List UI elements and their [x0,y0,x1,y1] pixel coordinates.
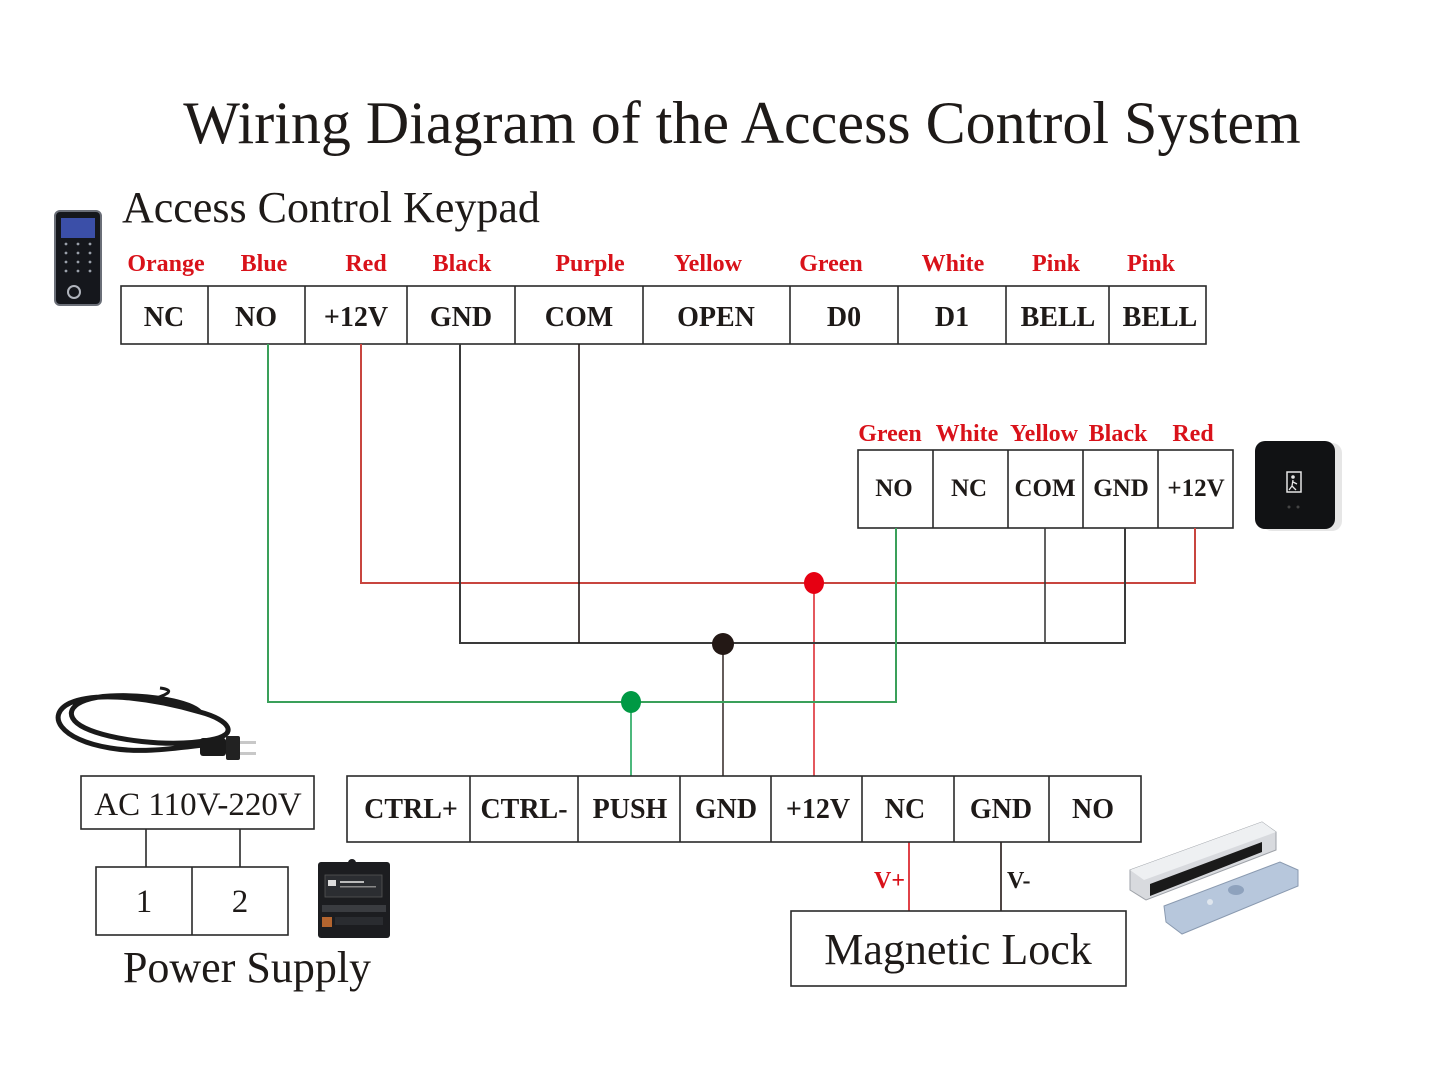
keypad-terminal-nc: NC [144,302,184,333]
exit-wire-label-black: Black [1089,421,1148,447]
exit-terminal-gnd: GND [1093,475,1149,502]
power-supply-heading: Power Supply [123,943,371,992]
wire-red-12v [360,344,1196,584]
psu-terminal-no: NO [1072,794,1114,825]
keypad-heading: Access Control Keypad [122,183,540,232]
psu-terminal-block: CTRL+ CTRL- PUSH GND +12V NC GND NO [346,775,1142,843]
ac-terminal-2: 2 [232,884,249,920]
exit-button-terminal-block: NO NC COM GND +12V [857,449,1234,529]
wire-label-yellow: Yellow [674,251,743,277]
wire-label-pink: Pink [1032,251,1081,277]
lock-vplus-label: V+ [874,868,905,894]
exit-wire-label-yellow: Yellow [1010,421,1079,447]
exit-wire-label-red: Red [1172,421,1214,447]
keypad-terminal-block: NC NO +12V GND COM OPEN D0 D1 BELL BELL [120,285,1207,345]
keypad-terminal-d1: D1 [935,302,969,333]
exit-terminal-nc: NC [951,475,987,502]
psu-terminal-ctrl-plus: CTRL+ [364,794,458,825]
wire-label-red: Red [345,251,387,277]
wire-label-pink: Pink [1127,251,1176,277]
magnetic-lock-label: Magnetic Lock [824,925,1092,974]
power-supply-unit-icon [318,859,390,938]
lock-vminus-label: V- [1007,868,1031,894]
keypad-terminal-gnd: GND [430,302,492,333]
keypad-terminal-bell: BELL [1021,302,1096,333]
ac-terminal-block: 1 2 [95,866,289,936]
junction-black [712,633,734,655]
keypad-terminal-d0: D0 [827,302,861,333]
wire-label-orange: Orange [127,251,205,277]
exit-terminal-12v: +12V [1167,475,1224,502]
exit-terminal-com: COM [1014,475,1075,502]
wire-black-gnd [459,344,1126,644]
ac-input-box [80,775,315,830]
exit-button-device-icon [1255,441,1342,531]
wire-label-black: Black [433,251,492,277]
psu-terminal-ctrl-minus: CTRL- [480,794,567,825]
keypad-terminal-com: COM [545,302,613,333]
keypad-wire-labels: Orange Blue Red Black Purple Yellow Gree… [127,251,1175,277]
wire-label-green: Green [799,251,863,277]
keypad-device-icon [54,210,102,306]
wire-green-push [267,344,897,703]
junction-red [804,572,824,594]
psu-terminal-push: PUSH [593,794,668,825]
psu-terminal-gnd: GND [695,794,757,825]
junction-green [621,691,641,713]
psu-terminal-gnd-lock: GND [970,794,1032,825]
keypad-terminal-open: OPEN [677,302,755,333]
magnetic-lock-device-icon [1129,821,1299,935]
wire-label-purple: Purple [555,251,625,277]
psu-terminal-12v: +12V [786,794,850,825]
wire-label-blue: Blue [241,251,288,277]
ac-terminal-1: 1 [136,884,153,920]
magnetic-lock-box [790,910,1127,987]
wire-label-white: White [922,251,985,277]
page-title: Wiring Diagram of the Access Control Sys… [183,90,1300,156]
exit-wire-label-green: Green [858,421,922,447]
psu-terminal-nc: NC [885,794,925,825]
keypad-terminal-12v: +12V [324,302,388,333]
exit-terminal-no: NO [875,475,913,502]
exit-wire-label-white: White [936,421,999,447]
wires [145,344,1196,911]
exit-button-wire-labels: Green White Yellow Black Red [858,421,1214,447]
power-cord-icon [55,686,256,760]
keypad-terminal-bell: BELL [1123,302,1198,333]
ac-input-label: AC 110V-220V [94,787,302,823]
keypad-terminal-no: NO [235,302,277,333]
